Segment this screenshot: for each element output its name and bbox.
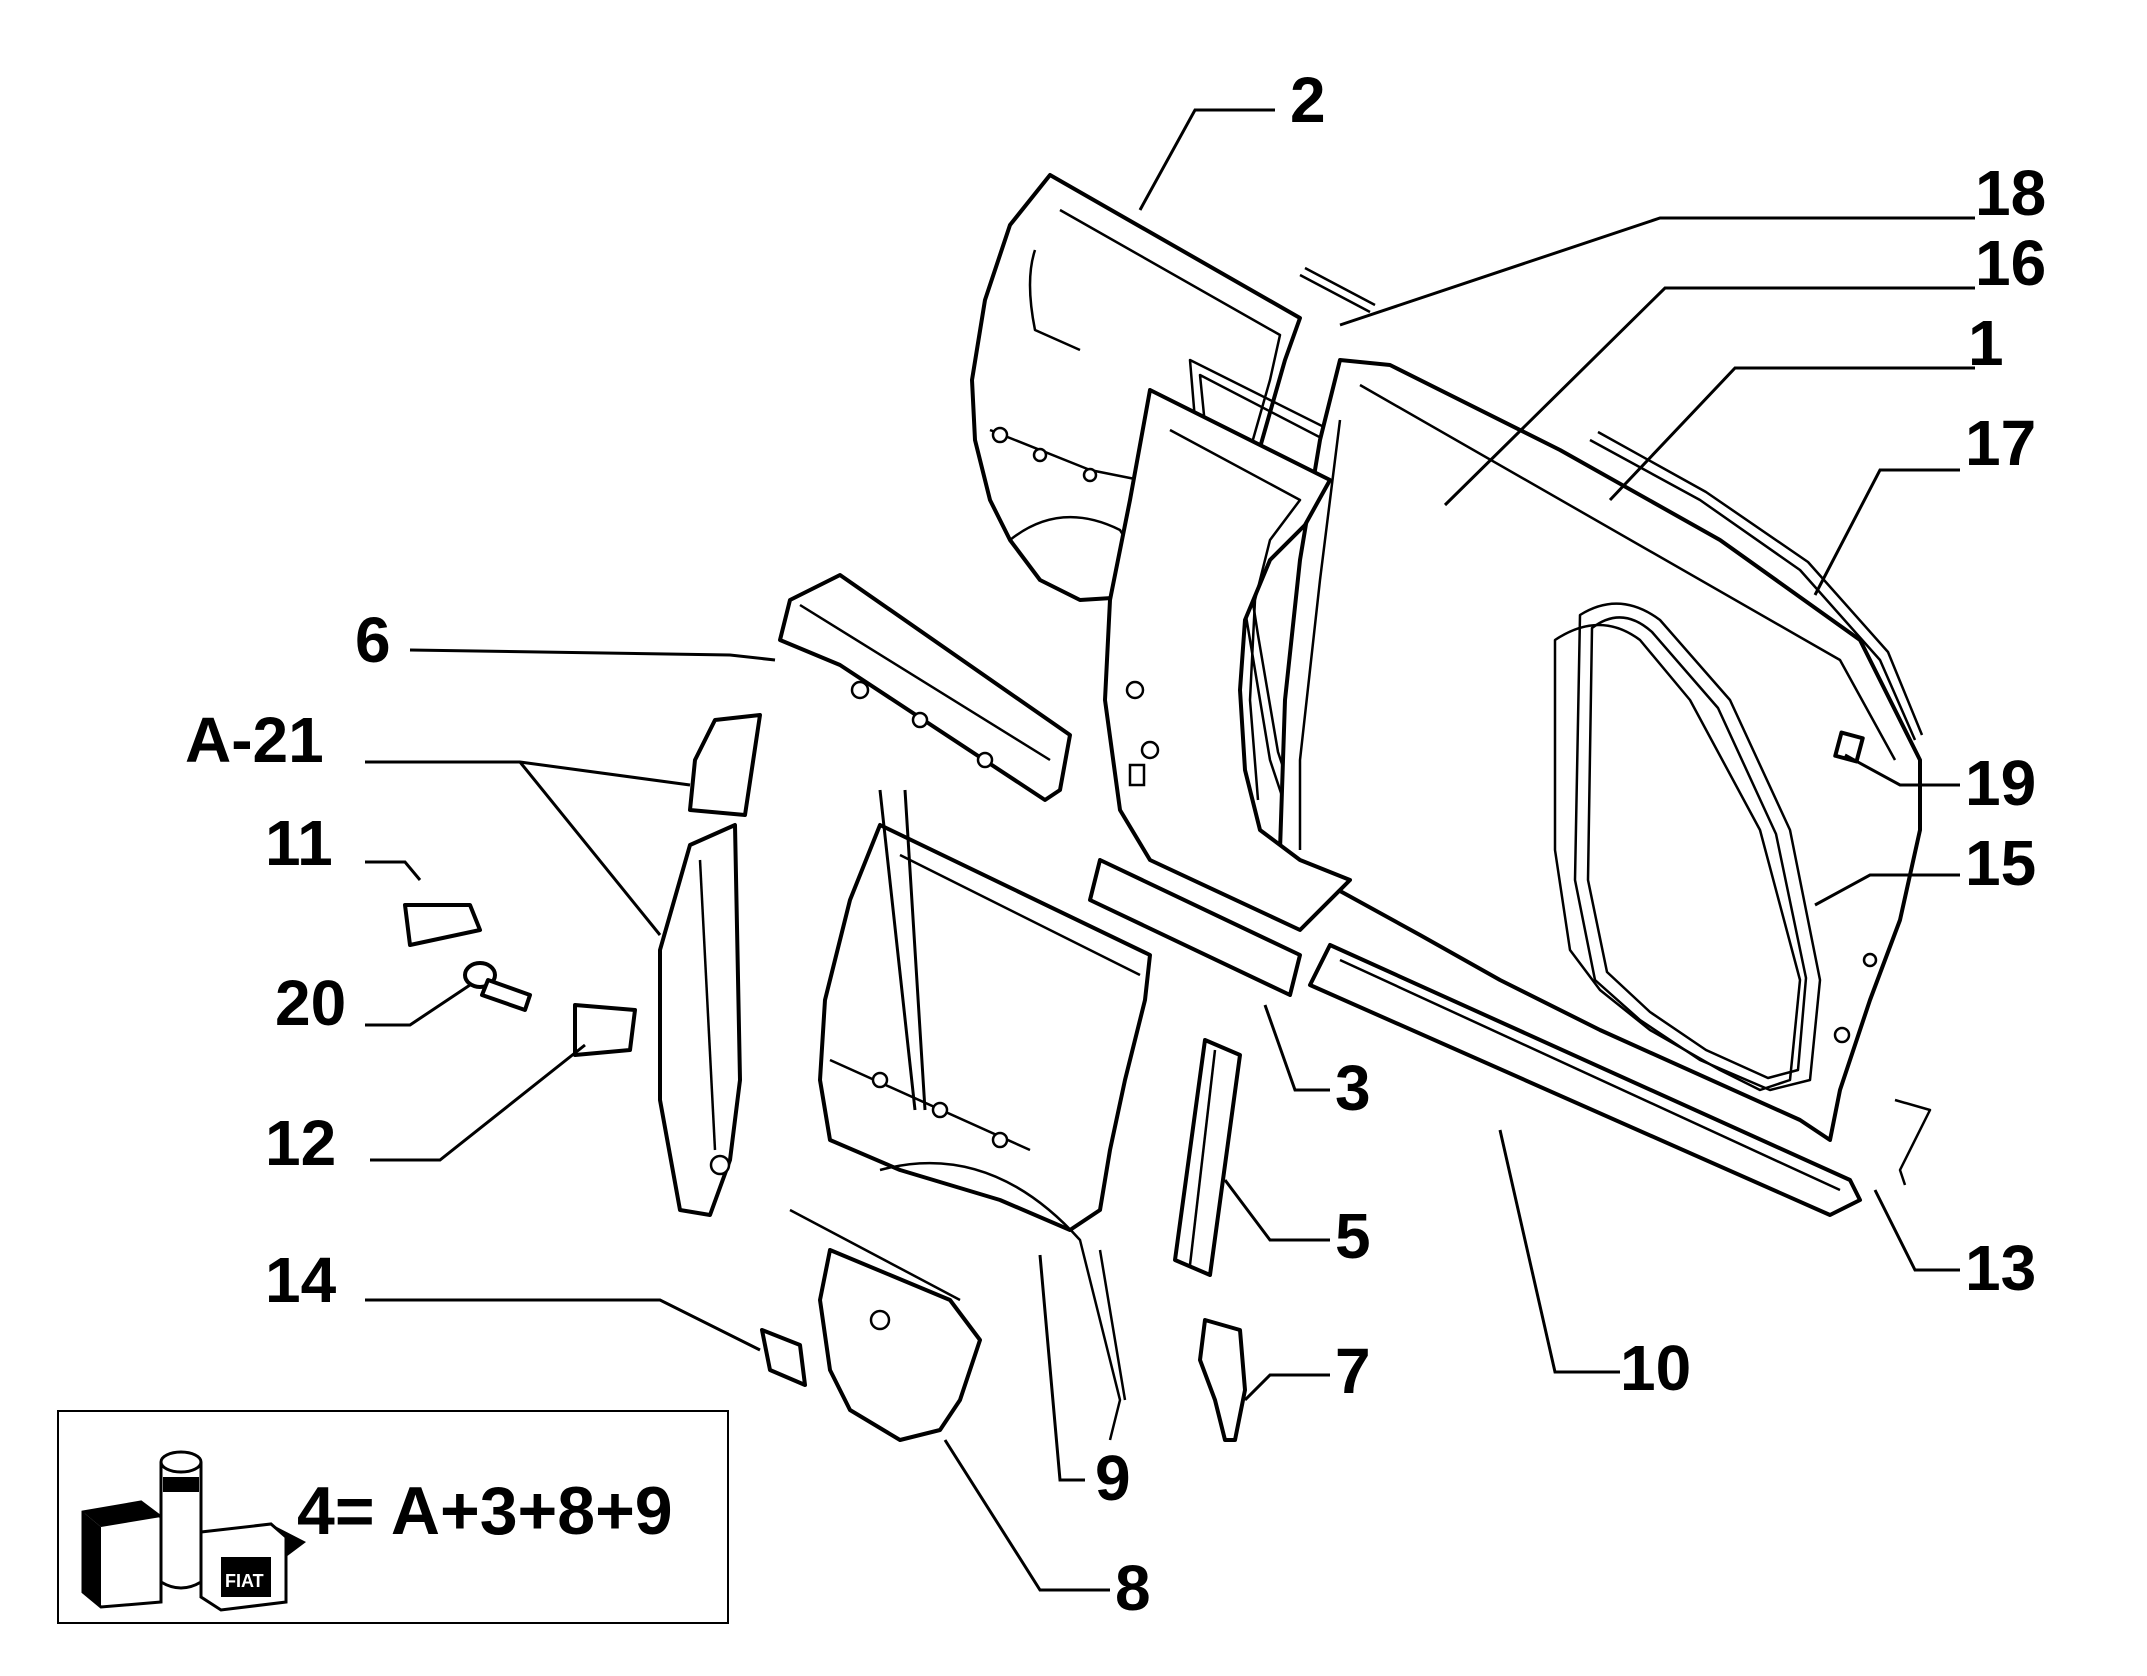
part-9-rear-panel <box>818 823 1152 1441</box>
callout-12: 12 <box>265 1107 336 1179</box>
callout-16: 16 <box>1975 227 2046 299</box>
callout-A21: A-21 <box>185 704 324 776</box>
part-3-inner-frame <box>1103 388 1352 932</box>
callout-11: 11 <box>265 807 333 879</box>
part-8-wheelhouse <box>789 1208 982 1442</box>
callout-14: 14 <box>265 1244 337 1316</box>
callout-1: 1 <box>1968 307 2004 379</box>
callout-17: 17 <box>1965 407 2036 479</box>
leader-lines <box>365 108 1975 1592</box>
callout-18: 18 <box>1975 157 2046 229</box>
part-A21-upper <box>688 713 762 817</box>
callout-15: 15 <box>1965 827 2036 899</box>
callout-19: 19 <box>1965 747 2036 819</box>
part-11-bracket <box>403 903 482 947</box>
callout-7: 7 <box>1335 1335 1371 1407</box>
callout-6: 6 <box>355 604 391 676</box>
callout-8: 8 <box>1115 1552 1151 1624</box>
part-10-sill-panel <box>1088 858 1862 1217</box>
callout-9: 9 <box>1095 1442 1131 1514</box>
part-17-roof-strip <box>1589 430 1924 741</box>
callout-10: 10 <box>1620 1332 1691 1404</box>
part-15-door-seal <box>1573 602 1822 1092</box>
part-13-rod <box>1894 1098 1932 1186</box>
kit-brand-text: FIAT <box>225 1571 264 1591</box>
kit-legend-box: FIAT 4= A+3+8+9 <box>57 1410 729 1624</box>
part-1-side-frame <box>1278 358 1922 1142</box>
callout-3: 3 <box>1335 1052 1371 1124</box>
kit-formula: 4= A+3+8+9 <box>297 1473 673 1549</box>
part-5-pillar <box>1173 1038 1242 1277</box>
callout-labels: 2 18 16 1 17 19 15 13 10 3 5 7 9 8 6 A-2… <box>185 64 2046 1624</box>
part-20-bolt <box>463 961 532 1012</box>
part-7-bracket <box>1198 1318 1247 1442</box>
callout-13: 13 <box>1965 1232 2036 1304</box>
part-14-cover <box>760 1328 807 1387</box>
part-A21-lower <box>658 823 742 1217</box>
callout-2: 2 <box>1290 64 1326 136</box>
callout-5: 5 <box>1335 1200 1371 1272</box>
part-12-hinge <box>573 1003 637 1057</box>
part-18-small-strip <box>1299 266 1376 314</box>
part-6-reinforcement <box>778 573 1072 802</box>
callout-20: 20 <box>275 967 346 1039</box>
kit-boxes-icon: FIAT <box>81 1450 306 1612</box>
part-19-clip <box>1833 730 1865 764</box>
